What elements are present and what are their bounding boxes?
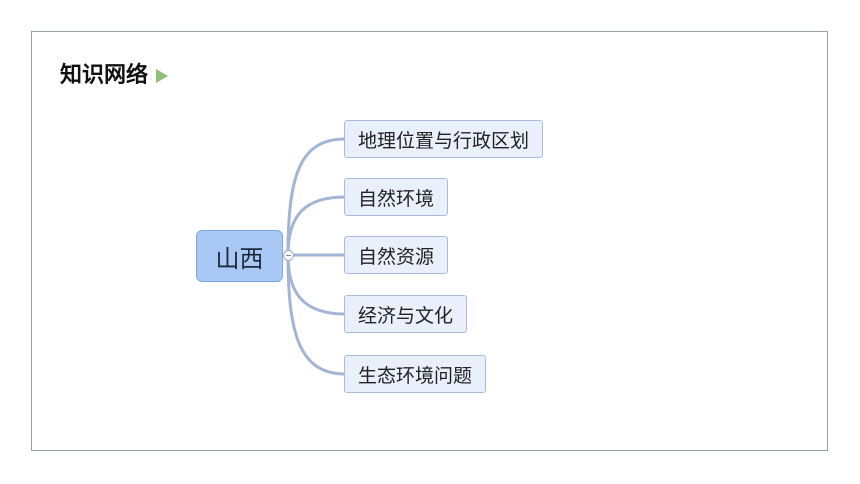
central-topic[interactable]: 山西 (196, 230, 283, 282)
section-title: 知识网络 (60, 63, 149, 88)
collapse-toggle-icon[interactable] (283, 250, 294, 261)
subtopic-economy-culture[interactable]: 经济与文化 (344, 295, 468, 333)
subtopic-ecological-issues[interactable]: 生态环境问题 (344, 355, 487, 393)
subtopic-natural-environment[interactable]: 自然环境 (344, 178, 449, 216)
subtopic-location-division[interactable]: 地理位置与行政区划 (344, 120, 544, 158)
subtopic-natural-resources[interactable]: 自然资源 (344, 236, 449, 274)
play-triangle-icon (156, 69, 169, 83)
section-heading: 知识网络 (60, 60, 169, 92)
